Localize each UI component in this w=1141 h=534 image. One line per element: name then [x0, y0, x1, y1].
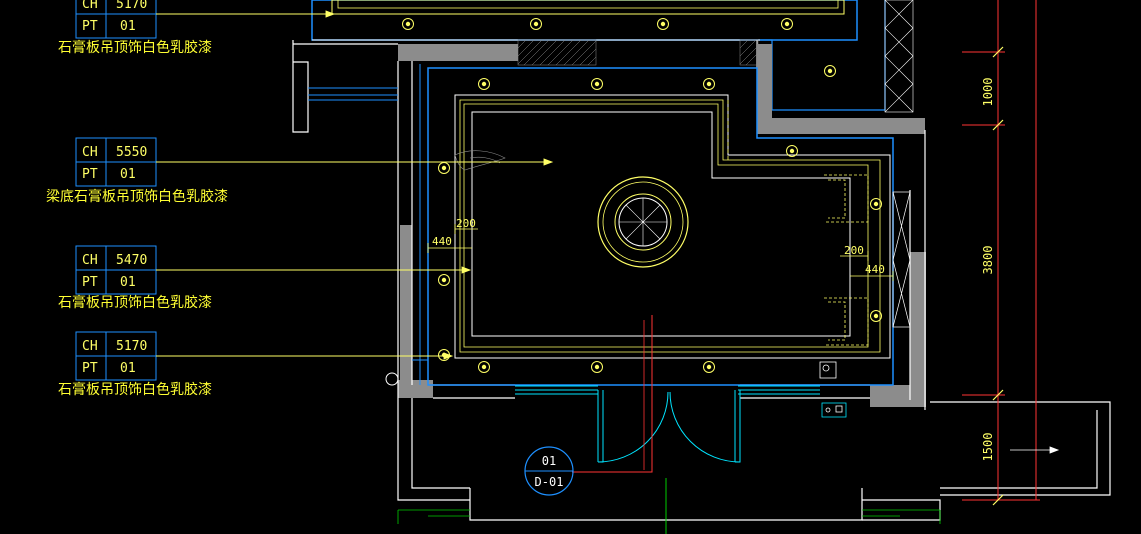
tag-note: 梁底石膏板吊顶饰白色乳胶漆 — [46, 188, 228, 205]
ceiling-tag-2: CH 5550 PT 01 梁底石膏板吊顶饰白色乳胶漆 — [46, 137, 228, 205]
downlight-icon — [870, 198, 882, 210]
gray-wall-fills — [398, 44, 926, 407]
left-fixture-sketch — [454, 150, 506, 171]
tag-ch-label: CH — [82, 253, 98, 268]
downlight-icon — [657, 18, 669, 30]
right-cabinet — [892, 191, 911, 328]
ceiling-outlines — [419, 64, 894, 386]
center-lines — [397, 315, 941, 534]
tag-ch-value: 5170 — [116, 339, 147, 354]
downlight-center — [533, 21, 539, 27]
downlight-icon — [591, 78, 603, 90]
door-openings — [515, 385, 820, 463]
downlight-center — [873, 313, 879, 319]
dim-right-inner: 200 — [844, 244, 864, 257]
downlight-center — [481, 364, 487, 370]
tag-pt-label: PT — [82, 19, 98, 34]
dim-vertical-3: 1500 — [981, 433, 995, 462]
tag-ch-value: 5170 — [116, 0, 147, 12]
column-marker — [385, 372, 399, 386]
tag-pt-value: 01 — [120, 19, 136, 34]
tag-leaders — [156, 10, 554, 360]
downlight-icon — [478, 78, 490, 90]
downlight-center — [594, 364, 600, 370]
downlight-icon — [402, 18, 414, 30]
downlight-center — [784, 21, 790, 27]
downlight-icon — [786, 145, 798, 157]
horizontal-dimensions — [427, 224, 894, 281]
downlight-icon — [478, 361, 490, 373]
downlight-icon — [703, 78, 715, 90]
downlight-center — [481, 81, 487, 87]
elevation-number: 01 — [542, 454, 556, 468]
ceiling-tag-3: CH 5470 PT 01 石膏板吊顶饰白色乳胶漆 — [58, 245, 212, 311]
dim-vertical-2: 3800 — [981, 246, 995, 275]
tag-pt-value: 01 — [120, 361, 136, 376]
tag-pt-label: PT — [82, 275, 98, 290]
downlight-icon — [591, 361, 603, 373]
elevation-sheet: D-01 — [535, 475, 564, 489]
tag-pt-label: PT — [82, 361, 98, 376]
downlight-center — [405, 21, 411, 27]
downlight-center — [873, 201, 879, 207]
tag-ch-value: 5550 — [116, 145, 147, 160]
tag-pt-label: PT — [82, 167, 98, 182]
elevation-mark: 01 D-01 — [524, 446, 574, 496]
right-furniture — [824, 174, 869, 346]
downlight-icon — [530, 18, 542, 30]
tag-ch-label: CH — [82, 339, 98, 354]
downlight-center — [706, 364, 712, 370]
ceiling-tag-4: CH 5170 PT 01 石膏板吊顶饰白色乳胶漆 — [58, 331, 212, 398]
vertical-dimension-chain — [962, 0, 1040, 501]
downlight-icon — [438, 162, 450, 174]
downlight-center — [789, 148, 795, 154]
hatch-panel — [517, 39, 759, 66]
downlight-icon — [438, 274, 450, 286]
downlight-icon — [870, 310, 882, 322]
ceiling-tag-1: CH 5170 PT 01 石膏板吊顶饰白色乳胶漆 — [58, 0, 212, 56]
downlight-center — [660, 21, 666, 27]
downlight-group — [402, 18, 882, 373]
downlight-center — [594, 81, 600, 87]
dim-right-outer: 440 — [865, 263, 885, 276]
vertical-dimension-ticks — [992, 46, 1004, 506]
lattice-block — [884, 0, 914, 113]
dim-left-outer: 440 — [432, 235, 452, 248]
tag-ch-label: CH — [82, 0, 98, 12]
dim-left-inner: 200 — [456, 217, 476, 230]
tag-note: 石膏板吊顶饰白色乳胶漆 — [58, 381, 212, 398]
downlight-icon — [781, 18, 793, 30]
downlight-center — [441, 277, 447, 283]
chandelier-medallion — [597, 176, 689, 268]
tag-pt-value: 01 — [120, 167, 136, 182]
downlight-center — [827, 68, 833, 74]
downlight-icon — [703, 361, 715, 373]
tag-note: 石膏板吊顶饰白色乳胶漆 — [58, 294, 212, 311]
downlight-icon — [824, 65, 836, 77]
downlight-center — [706, 81, 712, 87]
right-arrow — [1010, 446, 1060, 454]
dim-vertical-1: 1000 — [981, 78, 995, 107]
tag-note: 石膏板吊顶饰白色乳胶漆 — [58, 39, 212, 56]
socket-symbols — [819, 361, 847, 418]
tag-pt-value: 01 — [120, 275, 136, 290]
downlight-center — [441, 165, 447, 171]
tag-ch-label: CH — [82, 145, 98, 160]
tag-ch-value: 5470 — [116, 253, 147, 268]
